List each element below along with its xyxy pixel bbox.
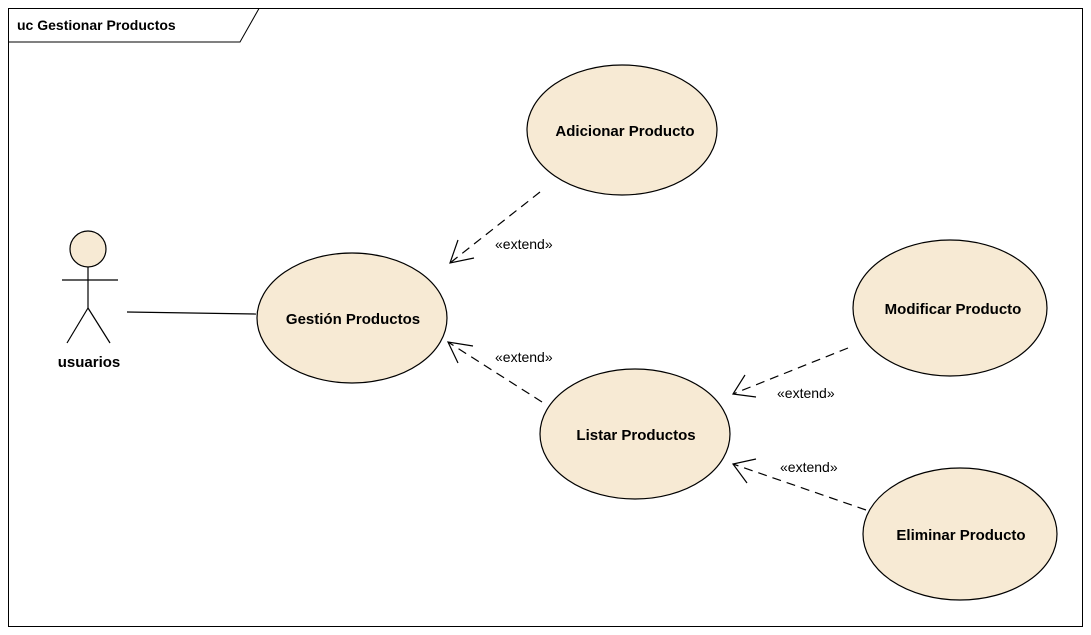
use-case-adicionar-producto[interactable]: Adicionar Producto: [526, 64, 718, 196]
use-case-label: Adicionar Producto: [555, 123, 694, 140]
extend-label-modificar: «extend»: [777, 385, 835, 401]
use-case-label: Gestión Productos: [286, 311, 420, 328]
extend-label-eliminar: «extend»: [780, 459, 838, 475]
use-case-gestion-productos[interactable]: Gestión Productos: [256, 252, 448, 384]
use-case-label: Eliminar Producto: [896, 527, 1025, 544]
use-case-modificar-producto[interactable]: Modificar Producto: [852, 239, 1048, 377]
extend-modificar-to-listar: «extend»: [731, 347, 849, 401]
actor-label: usuarios: [58, 354, 121, 371]
actor-head: [69, 230, 107, 268]
actor-usuarios[interactable]: usuarios: [58, 230, 121, 371]
association-line: [126, 311, 257, 315]
extend-label-listar: «extend»: [495, 349, 553, 365]
extend-listar-to-gestion: «extend»: [446, 341, 553, 403]
use-case-listar-productos[interactable]: Listar Productos: [539, 368, 731, 500]
frame-title: uc Gestionar Productos: [17, 17, 176, 33]
extend-label-adicionar: «extend»: [495, 236, 553, 252]
use-case-eliminar-producto[interactable]: Eliminar Producto: [862, 467, 1058, 601]
extend-eliminar-to-listar: «extend»: [731, 458, 867, 511]
extend-adicionar-to-gestion: «extend»: [449, 191, 553, 264]
actor-right-leg: [87, 307, 111, 344]
use-case-label: Modificar Producto: [885, 301, 1022, 318]
actor-left-leg: [66, 307, 89, 344]
use-case-label: Listar Productos: [576, 427, 695, 444]
